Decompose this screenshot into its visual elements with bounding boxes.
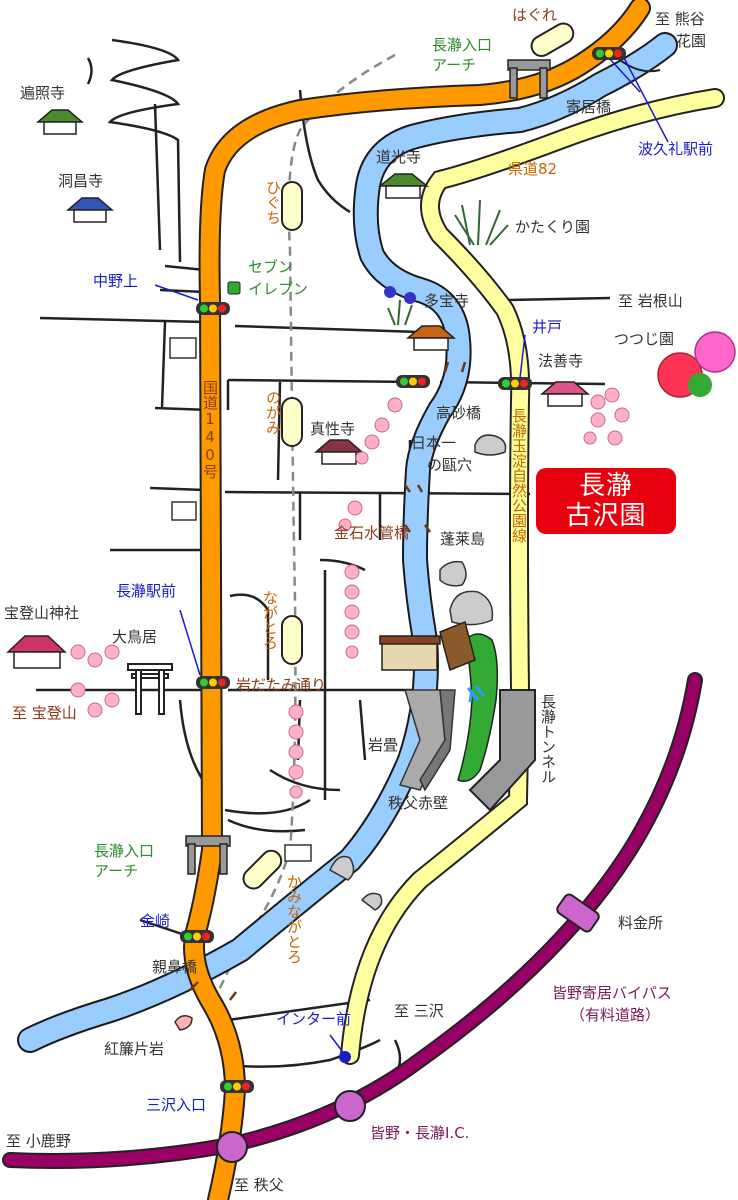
label-shinshoji: 真性寺 (310, 420, 356, 438)
label-nogami: のがみ (264, 390, 282, 435)
label-hakure-station: 波久礼駅前 (638, 140, 714, 158)
label-tokoji: 洞昌寺 (58, 172, 104, 190)
inn-icon (379, 635, 441, 671)
label-kanasaki: 金崎 (140, 912, 171, 930)
label-misawa: 至 三沢 (394, 1002, 444, 1020)
label-kurenai: 紅簾片岩 (104, 1040, 165, 1058)
raft-icon (439, 620, 476, 672)
label-iwadatami-dori: 岩だたみ通り (236, 676, 327, 694)
label-hodosan-jinja: 宝登山神社 (4, 604, 80, 622)
label-ogano: 至 小鹿野 (6, 1132, 71, 1150)
title-badge: 長瀞 古沢園 (536, 468, 676, 534)
inter-mae-bus-stop (339, 1051, 351, 1063)
arch-icon-top (507, 59, 551, 99)
label-tsutsuji: つつじ園 (614, 330, 675, 348)
iris-icon (384, 286, 416, 326)
rock-icons (174, 434, 507, 1031)
cherry-blossom-icons (70, 387, 630, 799)
label-minano-bypass-1: 皆野寄居バイパス (552, 984, 672, 1002)
label-seven-1: セブン (248, 258, 294, 276)
label-otorii: 大鳥居 (112, 628, 158, 646)
label-nagatoro-v: ながとろ (261, 590, 279, 650)
label-tahoji: 多宝寺 (424, 292, 470, 310)
bridge-marks (189, 361, 467, 1001)
label-hyoketsu-1: 日本一 (411, 434, 457, 452)
tollgate-marker (556, 893, 600, 933)
label-seven-2: イレブン (248, 280, 309, 298)
label-minano-ic: 皆野・長瀞I.C. (370, 1124, 470, 1142)
public-building-icons (169, 337, 312, 862)
label-arch-top-1: 長瀞入口 (432, 36, 493, 54)
label-park-line: 長瀞玉淀自然公園線 (510, 408, 528, 543)
label-chichibu: 至 秩父 (234, 1176, 284, 1194)
katakuri-icon (454, 199, 509, 246)
label-kaen: 花園 (676, 32, 707, 50)
label-minano-bypass-2: （有料道路） (570, 1006, 661, 1024)
label-arch-bottom-2: アーチ (94, 862, 139, 880)
label-kanaishi: 金石水管橋 (334, 524, 410, 542)
label-arch-top-2: アーチ (432, 56, 477, 74)
label-yorii-bridge: 寄居橋 (566, 98, 612, 116)
label-nagatoro-station: 長瀞駅前 (116, 582, 177, 600)
label-haguri: はぐれ (512, 6, 558, 24)
temple-icons (6, 109, 591, 669)
arch-icon-bottom (185, 835, 231, 875)
label-domyoji: 道光寺 (376, 148, 422, 166)
label-chichibu-sekiheki: 秩父赤壁 (388, 794, 449, 812)
label-inter-mae: インター前 (276, 1010, 352, 1028)
title-line-2: 古沢園 (565, 501, 647, 531)
label-takasago: 高砂橋 (436, 404, 482, 422)
label-hozenji: 法善寺 (538, 352, 584, 370)
label-nakanoue: 中野上 (93, 272, 139, 290)
label-arch-bottom-1: 長瀞入口 (94, 842, 155, 860)
label-iwane: 至 岩根山 (618, 292, 683, 310)
label-misawa-iriguchi: 三沢入口 (146, 1096, 207, 1114)
label-kami-nagatoro: かみながとろ (285, 874, 303, 964)
label-kendo82: 県道82 (508, 160, 558, 178)
label-higuchi: ひぐち (264, 180, 282, 225)
arakawa-river (17, 32, 678, 1053)
label-kumagaya: 至 熊谷 (655, 10, 705, 28)
ic-marker (334, 1090, 366, 1122)
forest-bank (457, 633, 499, 782)
label-hyoketsu-2: の甌穴 (427, 456, 473, 474)
waterfall (466, 685, 486, 703)
label-ido: 井戸 (532, 318, 563, 336)
label-oyahana: 親鼻橋 (152, 958, 198, 976)
title-line-1: 長瀞 (578, 471, 633, 501)
nagatoro-tunnel (468, 689, 536, 812)
minano-ic-marker (216, 1131, 248, 1163)
label-to-hodosan: 至 宝登山 (12, 704, 77, 722)
traffic-lights (180, 47, 626, 1093)
label-route140: 国道140号 (201, 380, 219, 479)
label-katakuri: かたくり園 (515, 218, 591, 236)
torii-icon (127, 663, 173, 715)
station-pills (242, 22, 575, 890)
label-henjoji: 遍照寺 (20, 84, 66, 102)
label-tunnel: 長瀞トンネル (539, 694, 557, 784)
azalea-icons (657, 331, 736, 398)
label-horaijima: 蓬莱島 (440, 530, 486, 548)
label-ryokinjo: 料金所 (618, 914, 664, 932)
label-iwadatami-rock: 岩畳 (368, 736, 399, 754)
seven-eleven-icon (227, 281, 241, 295)
